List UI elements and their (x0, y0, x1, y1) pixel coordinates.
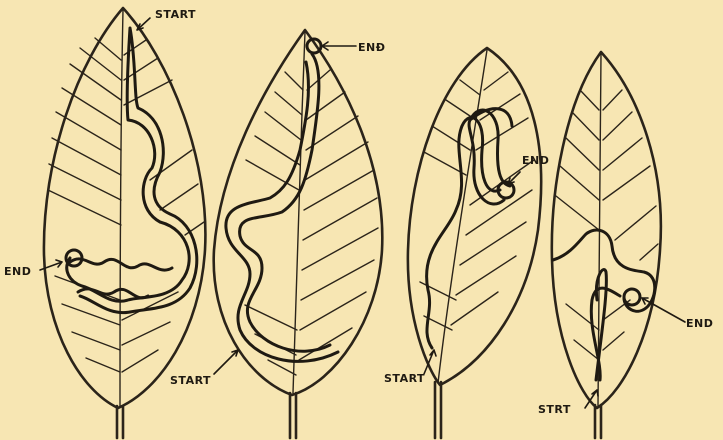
label-leaf-3-end: END (522, 154, 549, 167)
label-leaf-4-end: END (686, 317, 713, 330)
leaf-4-stem (595, 405, 601, 438)
leaf-3-stem (435, 382, 441, 438)
leaf-1-stem (117, 406, 123, 438)
label-leaf-2-start: START (170, 374, 211, 387)
leaf-2-mine-trail (226, 54, 338, 361)
label-leaf-1-end: END (4, 265, 31, 278)
label-leaf-3-start: START (384, 372, 425, 385)
arrow-leaf-2-end (322, 42, 356, 50)
leaf-1-mine-trail (67, 28, 197, 313)
leaf-1-midrib (120, 10, 123, 406)
leaf-1-outline (44, 8, 206, 408)
leaf-4-mine-end (624, 289, 640, 305)
leaf-4-outline (552, 52, 661, 408)
leaf-3 (408, 48, 541, 438)
leaf-4-side-veins (556, 90, 658, 360)
leaf-2 (214, 30, 383, 438)
label-leaf-2-end: ENÐ (358, 41, 385, 54)
leaf-1-mine-wave (70, 259, 172, 298)
leaf-2-stem (290, 393, 296, 438)
arrow-leaf-1-start (137, 18, 150, 30)
label-leaf-1-start: START (155, 8, 196, 21)
leaf-4 (552, 52, 661, 438)
leaf-2-side-veins (245, 70, 378, 375)
arrow-leaf-2-start (214, 350, 238, 374)
label-leaf-4-start: STRT (538, 403, 571, 416)
pointer-arrows (40, 18, 685, 408)
